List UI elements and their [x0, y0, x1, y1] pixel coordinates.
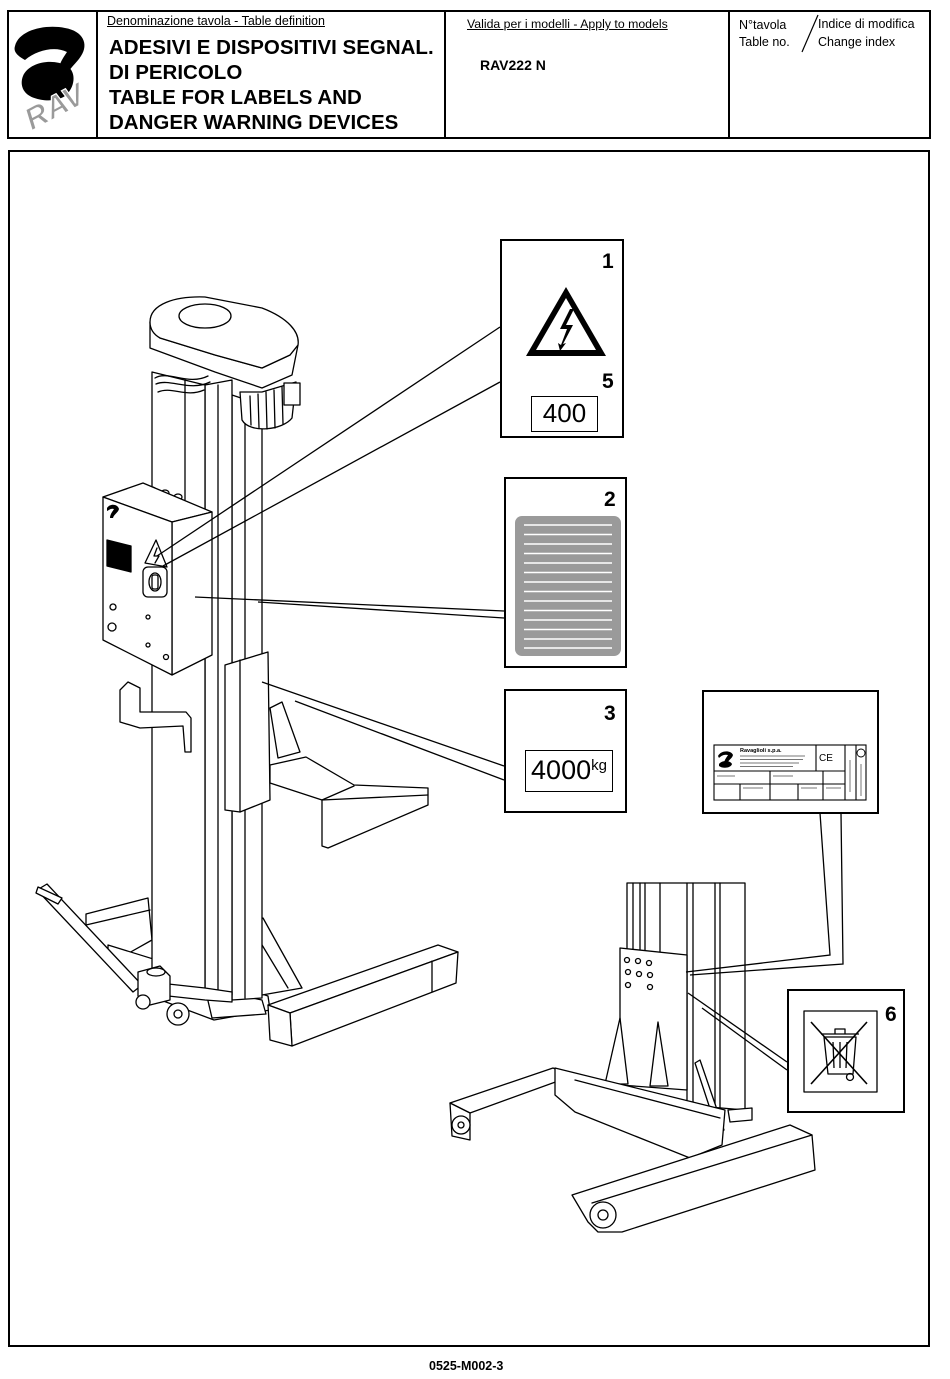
wheel-front-hub: [174, 1010, 182, 1018]
label-box-2: 2: [504, 477, 627, 668]
front-wheel-hub: [598, 1210, 608, 1220]
crossed-out-bin-icon: [803, 1010, 878, 1093]
main-switch: [143, 567, 167, 597]
nameplate-logo-icon: [718, 751, 733, 767]
housing-cap: [179, 304, 231, 328]
control-box-side: [172, 512, 212, 675]
label-number-1: 1: [602, 250, 614, 274]
plate-hole: [636, 959, 641, 964]
box-screw-4: [146, 643, 150, 647]
label-3-value: 4000: [531, 755, 591, 785]
box-screw-2: [108, 623, 116, 631]
electric-hazard-icon: [524, 285, 608, 359]
plate-hole: [625, 958, 630, 963]
label-box-4: Ravaglioli s.p.a. CE: [702, 690, 879, 814]
back-wheel-hub: [458, 1122, 464, 1128]
label-number-2: 2: [604, 488, 616, 512]
nameplate-small-ce-icon: [857, 749, 865, 757]
label-3-value-box: 4000kg: [525, 750, 613, 792]
label-5-value: 400: [543, 398, 586, 428]
carriage-bracket: [270, 702, 300, 758]
plate-hole: [626, 970, 631, 975]
column-front-face: [152, 372, 205, 992]
nameplate-fine-print: [717, 756, 861, 796]
bin-lid: [821, 1029, 859, 1034]
lift-column-lower-view: [450, 883, 815, 1232]
plate-hole: [648, 973, 653, 978]
label-box-3: 3 4000kg: [504, 689, 627, 813]
plate-hole: [637, 972, 642, 977]
nameplate-icon: Ravaglioli s.p.a. CE: [713, 744, 868, 802]
nameplate-ce-mark: CE: [819, 753, 833, 764]
document-code: 0525-M002-3: [429, 1359, 503, 1373]
display-window: [107, 540, 131, 572]
text-plate: [515, 516, 621, 656]
label-5-value-box: 400: [531, 396, 598, 432]
plate-hole: [647, 961, 652, 966]
plate-hole: [626, 983, 631, 988]
label-number-6: 6: [885, 1003, 897, 1027]
box-screw-1: [110, 604, 116, 610]
label-3-unit: kg: [591, 757, 607, 774]
nameplate-manufacturer: Ravaglioli s.p.a.: [740, 748, 782, 754]
motor-housing: [150, 297, 298, 388]
label-number-5: 5: [602, 370, 614, 394]
leader-label-2b: [258, 602, 504, 618]
back-beam-top: [450, 1068, 572, 1113]
label-number-3: 3: [604, 702, 616, 726]
lift-column-full-view: [36, 297, 458, 1046]
wheel-housing-cap: [147, 968, 165, 976]
box-screw-5: [164, 655, 169, 660]
lower-base: [450, 1068, 815, 1232]
wheel-rear: [136, 995, 150, 1009]
leader-label-3a: [262, 682, 504, 766]
control-box: [103, 483, 212, 675]
motor-junction-box: [284, 383, 300, 405]
label-box-1: 1 5 400: [500, 239, 624, 438]
switch-handle: [152, 575, 158, 589]
rear-leg-stub: [728, 1108, 752, 1122]
label-box-6: 6: [787, 989, 905, 1113]
box-screw-3: [146, 615, 150, 619]
nameplate-border: [714, 745, 866, 800]
text-plate-icon: [514, 515, 622, 657]
carriage-plate: [225, 652, 270, 812]
plate-hole: [648, 985, 653, 990]
fork-arm: [270, 757, 428, 848]
motor: [240, 382, 300, 429]
